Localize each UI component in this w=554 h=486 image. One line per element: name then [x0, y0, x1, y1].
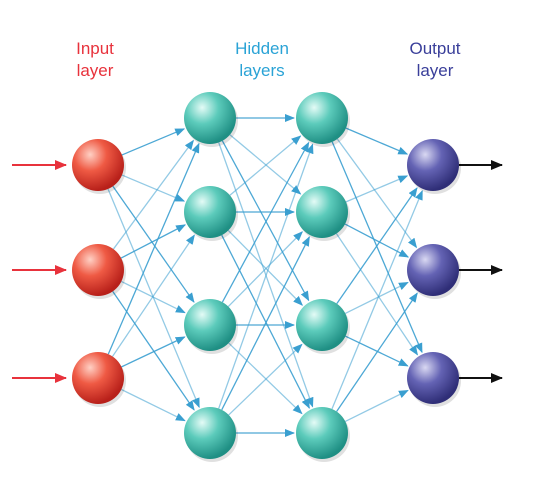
edge-l0-1-to-l1-1 — [120, 224, 187, 259]
edge-l2-1-to-l3-2 — [335, 233, 418, 356]
edge-l2-3-to-l3-1 — [336, 292, 418, 412]
input-node-2 — [72, 352, 124, 404]
hidden-1-node-2 — [184, 299, 236, 351]
edge-l1-3-to-l2-2 — [228, 343, 303, 416]
hidden-2-node-1 — [296, 186, 348, 238]
edge-l1-1-to-l2-3 — [221, 234, 310, 409]
edge-l2-2-to-l3-2 — [345, 335, 409, 367]
input-layer-label-line1: Input — [76, 39, 114, 58]
hidden-layers-label-line2: layers — [239, 61, 285, 80]
input-layer-label: Input layer — [50, 38, 140, 82]
output-layer-label-line2: layer — [416, 61, 454, 80]
connection-edges — [107, 114, 423, 437]
edge-l1-2-to-l2-1 — [227, 231, 303, 307]
hidden-2-node-0 — [296, 92, 348, 144]
edge-l2-0-to-l3-1 — [336, 138, 418, 249]
input-node-1 — [72, 244, 124, 296]
edge-l0-2-to-l1-1 — [112, 234, 195, 357]
edge-l1-0-to-l2-1 — [229, 134, 302, 195]
neuron-nodes — [72, 92, 461, 462]
hidden-2-node-2 — [296, 299, 348, 351]
output-node-0 — [407, 139, 459, 191]
hidden-1-node-3 — [184, 407, 236, 459]
edge-l2-3-to-l3-2 — [345, 389, 409, 423]
edge-l0-0-to-l1-3 — [107, 188, 200, 409]
edge-l0-1-to-l1-0 — [112, 139, 194, 250]
edge-l0-0-to-l1-0 — [121, 128, 186, 156]
edge-l1-1-to-l2-2 — [227, 230, 303, 306]
edge-l1-2-to-l2-0 — [221, 141, 310, 303]
edge-l0-2-to-l1-0 — [107, 142, 200, 355]
output-node-2 — [407, 352, 459, 404]
hidden-layers-label-line1: Hidden — [235, 39, 289, 58]
edge-l1-0-to-l2-2 — [221, 140, 310, 302]
edge-l1-2-to-l2-3 — [228, 342, 303, 415]
edge-l0-0-to-l1-1 — [121, 174, 186, 202]
edge-l1-1-to-l2-0 — [229, 135, 302, 196]
edge-l2-0-to-l3-2 — [331, 141, 423, 354]
edge-l2-1-to-l3-1 — [344, 223, 410, 258]
edge-l2-2-to-l3-0 — [336, 187, 418, 305]
edge-l2-2-to-l3-1 — [345, 281, 409, 315]
edge-l2-0-to-l3-0 — [345, 127, 409, 155]
hidden-1-node-0 — [184, 92, 236, 144]
io-arrows — [12, 160, 503, 383]
edge-l2-3-to-l3-0 — [331, 189, 423, 410]
input-layer-label-line2: layer — [76, 61, 114, 80]
output-layer-label-line1: Output — [409, 39, 461, 58]
input-node-0 — [72, 139, 124, 191]
edge-l0-1-to-l1-3 — [112, 291, 195, 411]
edge-l1-3-to-l2-0 — [218, 143, 314, 409]
edge-l1-3-to-l2-1 — [221, 236, 310, 411]
hidden-1-node-1 — [184, 186, 236, 238]
edge-l0-2-to-l1-3 — [121, 388, 186, 422]
hidden-2-node-3 — [296, 407, 348, 459]
edge-l2-1-to-l3-0 — [345, 175, 409, 203]
output-node-1 — [407, 244, 459, 296]
hidden-layers-label: Hidden layers — [212, 38, 312, 82]
edge-l0-0-to-l1-2 — [112, 185, 195, 303]
output-layer-label: Output layer — [390, 38, 480, 82]
edge-l0-2-to-l1-2 — [121, 336, 186, 368]
